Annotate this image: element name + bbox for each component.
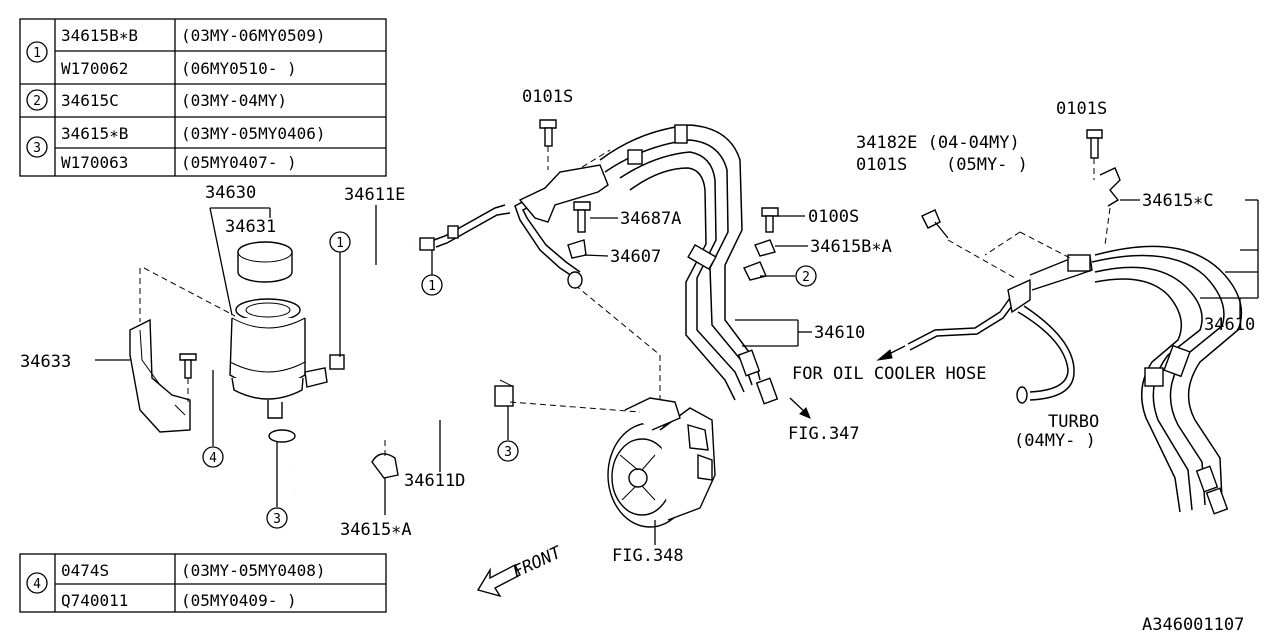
table-model-range: (06MY0510- ) <box>181 59 297 78</box>
label-turbo: TURBO <box>1048 412 1099 432</box>
label-0101S: 0101S <box>1056 99 1107 119</box>
bolt-34687A <box>573 201 591 233</box>
table-model-range: (03MY-06MY0509) <box>181 26 326 45</box>
label-34611D: 34611D <box>404 471 465 491</box>
reference-table-bottom: 4 0474S (03MY-05MY0408) Q740011 (05MY040… <box>19 553 387 613</box>
callout-circle-4 <box>26 572 48 594</box>
diagram-id: A346001107 <box>1142 615 1244 635</box>
clamp-34615C <box>743 261 767 281</box>
table-part-number: W170063 <box>61 153 128 172</box>
table-row-num-2: 2 <box>33 94 41 109</box>
bolt-0101S-right <box>1086 129 1103 180</box>
label-fig348: FIG.348 <box>612 546 684 566</box>
label-34615B-A: 34615B∗A <box>810 237 892 257</box>
reference-table-top: 1 34615B∗B (03MY-06MY0509) W170062 (06MY… <box>19 18 387 177</box>
bolt-34182E <box>921 209 949 239</box>
table-model-range: (03MY-05MY0406) <box>181 124 326 143</box>
pressure-line-assembly <box>514 124 779 405</box>
clamp-34615B-A <box>754 239 776 257</box>
label-0101S: 0101S <box>522 87 573 107</box>
callout-1: 1 <box>428 279 436 294</box>
label-34633: 34633 <box>20 352 71 372</box>
return-hose-34611D <box>268 379 514 495</box>
label-34611E: 34611E <box>344 185 405 205</box>
front-direction-arrow: FRONT <box>476 542 566 598</box>
turbo-pressure-line-assembly <box>907 245 1243 515</box>
table-model-range: (05MY0407- ) <box>181 153 297 172</box>
label-05MY: (05MY- ) <box>946 155 1028 175</box>
table-part-number: 0474S <box>61 561 109 580</box>
table-model-range: (03MY-05MY0408) <box>181 561 326 580</box>
label-turbo-range: (04MY- ) <box>1014 431 1096 451</box>
table-part-number: 34615B∗B <box>61 26 138 45</box>
table-row-num-3: 3 <box>33 141 41 156</box>
suction-hose-34611E <box>329 204 511 370</box>
clip-34607 <box>567 239 587 259</box>
table-row-num-1: 1 <box>33 46 41 61</box>
label-oil-cooler-hose: FOR OIL COOLER HOSE <box>792 364 986 384</box>
callout-1: 1 <box>336 236 344 251</box>
table-part-number: 34615C <box>61 91 119 110</box>
callout-circle-2 <box>26 89 48 111</box>
label-34182E: 34182E (04-04MY) <box>856 133 1020 153</box>
label-34631: 34631 <box>225 217 276 237</box>
label-34610: 34610 <box>814 323 865 343</box>
label-34630: 34630 <box>205 183 256 203</box>
label-0101S: 0101S <box>856 155 907 175</box>
table-row-num-4: 4 <box>33 577 41 592</box>
callout-circle-1 <box>26 41 48 63</box>
label-34615-A: 34615∗A <box>340 520 412 540</box>
callout-3: 3 <box>273 512 281 527</box>
label-34615-C: 34615∗C <box>1142 191 1214 211</box>
callout-2: 2 <box>802 270 810 285</box>
power-steering-pump <box>607 397 716 528</box>
label-34607: 34607 <box>610 247 661 267</box>
table-part-number: W170062 <box>61 59 128 78</box>
part-labels: 34630 34631 34611E 34633 34611D 34615∗A … <box>20 87 1255 635</box>
label-fig347: FIG.347 <box>788 424 860 444</box>
table-part-number: Q740011 <box>61 591 128 610</box>
bolt <box>179 353 197 379</box>
bracket <box>129 318 191 433</box>
clamp-34615-A <box>371 440 399 479</box>
leader-lines <box>95 199 1259 545</box>
front-label: FRONT <box>510 542 566 582</box>
table-model-range: (03MY-04MY) <box>181 91 287 110</box>
bolt-0100S <box>761 207 779 233</box>
label-34610: 34610 <box>1204 315 1255 335</box>
clamp-34615-C <box>1099 167 1121 246</box>
callout-3: 3 <box>504 445 512 460</box>
callout-circle-3 <box>26 136 48 158</box>
bolt-0101S <box>539 119 557 170</box>
diagram-callouts: 1 1 2 3 3 4 <box>202 231 817 529</box>
table-part-number: 34615∗B <box>61 124 128 143</box>
label-0100S: 0100S <box>808 207 859 227</box>
table-model-range: (05MY0409- ) <box>181 591 297 610</box>
callout-4: 4 <box>209 451 217 466</box>
reservoir-tank <box>229 241 328 419</box>
label-34687A: 34687A <box>620 209 681 229</box>
